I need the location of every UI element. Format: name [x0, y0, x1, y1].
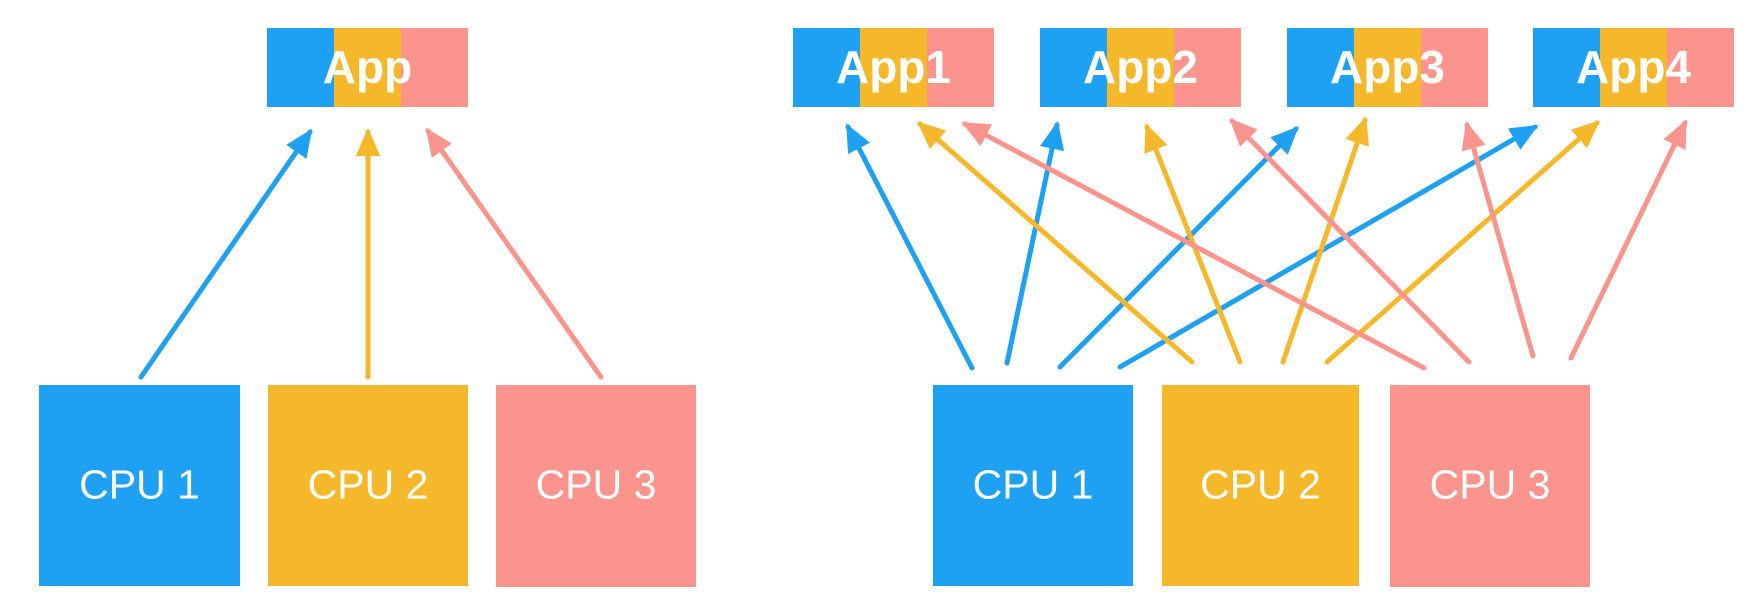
cpu-box-cpu-3: CPU 3 [496, 385, 696, 587]
app-box-app: App [267, 28, 468, 107]
app-box-app2: App2 [1040, 28, 1241, 107]
app-label: App4 [1576, 40, 1691, 93]
app-box-app1: App1 [793, 28, 994, 107]
app-segment-pink [401, 28, 468, 107]
app-box-app4: App4 [1533, 28, 1734, 107]
app-segment-blue [1533, 28, 1600, 107]
app-segment-pink [1667, 28, 1734, 107]
app-segment-blue [793, 28, 860, 107]
app-label: App [322, 40, 413, 93]
app-label: App3 [1330, 40, 1445, 93]
app-segment-yellow [1107, 28, 1174, 107]
app-segment-blue [1287, 28, 1354, 107]
cpu-label: CPU 3 [1429, 461, 1551, 508]
app-segment-yellow [334, 28, 401, 107]
app-segment-pink [927, 28, 994, 107]
cpu-box-cpu-2: CPU 2 [1162, 385, 1359, 586]
cpu-label: CPU 2 [1200, 461, 1321, 508]
cpu-box-cpu-2: CPU 2 [268, 385, 468, 586]
app-label: App1 [836, 40, 951, 93]
cpu-box-cpu-3: CPU 3 [1390, 385, 1590, 587]
app-label: App2 [1083, 40, 1198, 93]
app-segment-yellow [860, 28, 927, 107]
app-segment-pink [1174, 28, 1241, 107]
cpu-label: CPU 2 [307, 461, 429, 508]
cpu-label: CPU 1 [79, 461, 200, 508]
app-segment-yellow [1600, 28, 1667, 107]
cpu-label: CPU 3 [535, 461, 657, 508]
app-segment-blue [1040, 28, 1107, 107]
cpu-label: CPU 1 [972, 461, 1094, 508]
app-segment-pink [1421, 28, 1488, 107]
app-segment-yellow [1354, 28, 1421, 107]
app-segment-blue [267, 28, 334, 107]
cpu-box-cpu-1: CPU 1 [39, 385, 240, 586]
cpu-box-cpu-1: CPU 1 [933, 385, 1133, 586]
app-box-app3: App3 [1287, 28, 1488, 107]
